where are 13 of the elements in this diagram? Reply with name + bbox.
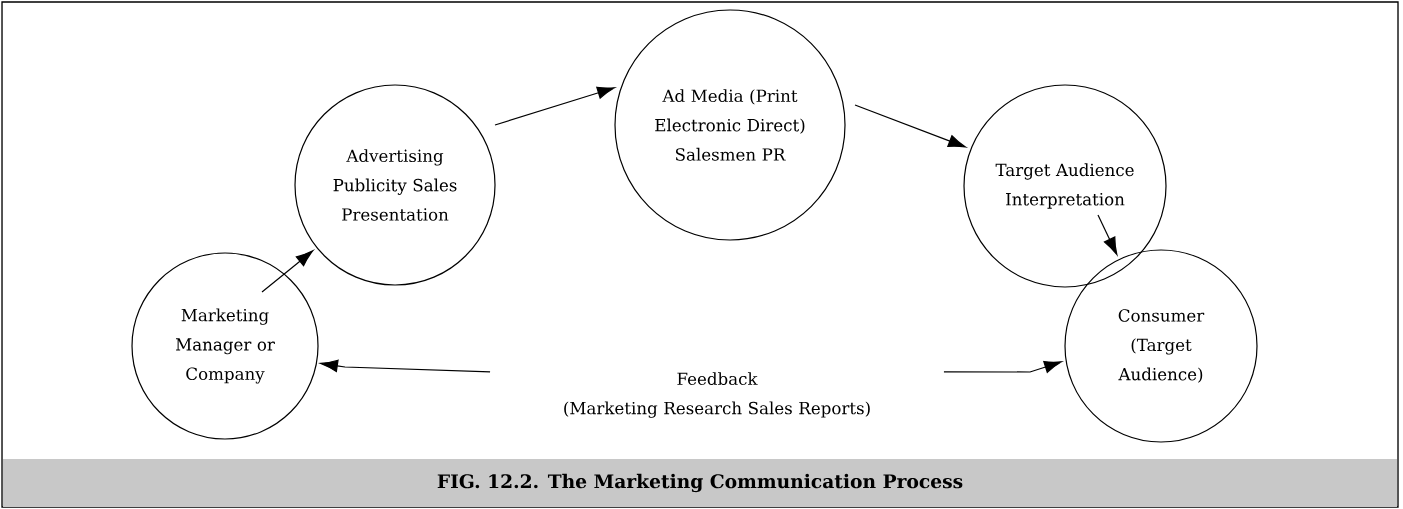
- circle-node: Target Audience Interpretation: [963, 84, 1167, 288]
- arrow: [854, 104, 966, 148]
- caption-bar: FIG. 12.2. The Marketing Communication Process: [3, 459, 1397, 507]
- circle-node: Marketing Manager or Company: [131, 252, 319, 440]
- arrow: [261, 250, 314, 293]
- arrow: [943, 360, 1062, 373]
- arrow: [320, 359, 491, 373]
- node-label: Feedback (Marketing Research Sales Reports): [564, 372, 870, 418]
- circle-node: Advertising Publicity Sales Presentation: [294, 84, 496, 286]
- circle-node: Consumer (Target Audience): [1064, 249, 1258, 443]
- arrow: [494, 86, 615, 126]
- arrow: [1097, 214, 1118, 256]
- circle-node: Ad Media (Print Electronic Direct) Salesmen PR: [614, 9, 846, 241]
